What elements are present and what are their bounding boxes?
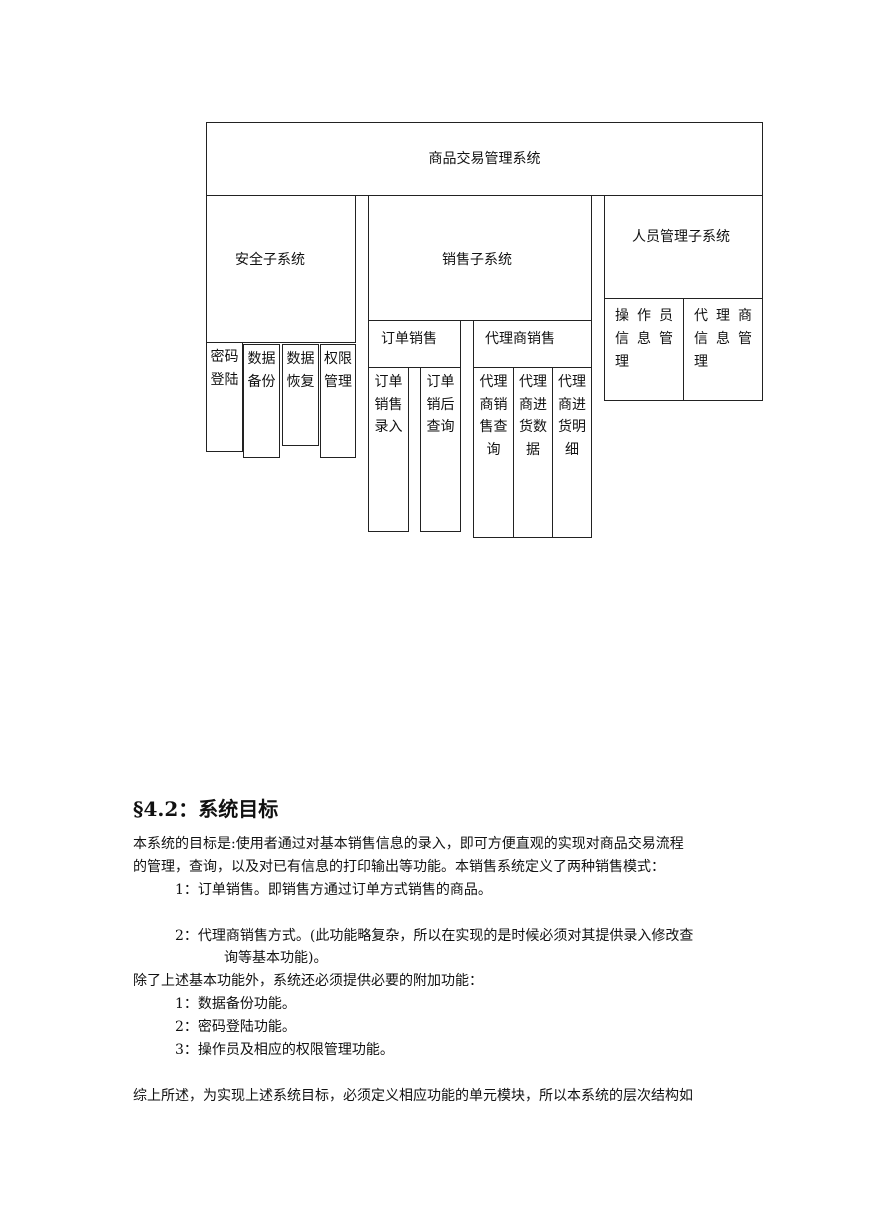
security-subsystem-node: 安全子系统 xyxy=(206,195,356,343)
security-item-label: 数据恢复 xyxy=(286,351,315,390)
security-item-label: 数据备份 xyxy=(247,351,276,390)
agent-item-label: 代理商进货数据 xyxy=(519,374,547,458)
extra-item-3: 3：操作员及相应的权限管理功能。 xyxy=(175,1042,394,1058)
order-sales-node: 订单销售 xyxy=(368,320,461,368)
order-item-1: 订单销后查询 xyxy=(420,367,461,532)
section-heading: §4.2：系统目标 xyxy=(133,797,279,821)
order-sales-label: 订单销售 xyxy=(381,331,437,347)
security-item-1: 数据备份 xyxy=(243,344,280,458)
root-node: 商品交易管理系统 xyxy=(206,122,763,196)
security-item-2: 数据恢复 xyxy=(282,344,319,446)
root-node-label: 商品交易管理系统 xyxy=(428,151,541,167)
security-item-3: 权限管理 xyxy=(320,344,356,458)
order-item-label: 订单销后查询 xyxy=(426,374,455,435)
summary-text: 综上所述，为实现上述系统目标，必须定义相应功能的单元模块，所以本系统的层次结构如 xyxy=(133,1088,693,1104)
personnel-subsystem-node: 人员管理子系统 xyxy=(604,195,763,299)
security-subsystem-label: 安全子系统 xyxy=(235,252,305,268)
mode-1-text: 1：订单销售。即销售方通过订单方式销售的商品。 xyxy=(175,882,492,898)
extra-intro: 除了上述基本功能外，系统还必须提供必要的附加功能： xyxy=(133,973,483,989)
personnel-item-0: 操作员信息管理 xyxy=(604,298,684,401)
agent-item-0: 代理商销售查询 xyxy=(473,367,514,538)
extra-item-2: 2：密码登陆功能。 xyxy=(175,1019,296,1035)
agent-item-label: 代理商进货明细 xyxy=(558,374,586,458)
sales-subsystem-label: 销售子系统 xyxy=(442,252,512,268)
security-item-label: 权限管理 xyxy=(324,351,352,390)
agent-sales-node: 代理商销售 xyxy=(473,320,592,368)
order-item-0: 订单销售录入 xyxy=(368,367,409,532)
sales-subsystem-node: 销售子系统 xyxy=(368,195,592,321)
agent-item-2: 代理商进货明细 xyxy=(552,367,592,538)
extra-item-1: 1：数据备份功能。 xyxy=(175,996,296,1012)
order-item-label: 订单销售录入 xyxy=(374,374,403,435)
agent-item-label: 代理商销售查询 xyxy=(479,374,508,458)
personnel-item-label: 操作员信息管理 xyxy=(615,308,675,370)
security-item-label: 密码登陆 xyxy=(210,349,239,388)
intro-line-1: 本系统的目标是:使用者通过对基本销售信息的录入，即可方便直观的实现对商品交易流程 xyxy=(133,836,684,852)
security-item-0: 密码登陆 xyxy=(206,342,243,452)
intro-line-2: 的管理，查询，以及对已有信息的打印输出等功能。本销售系统定义了两种销售模式： xyxy=(133,859,665,875)
personnel-item-label: 代理商信息管理 xyxy=(694,308,754,370)
personnel-item-1: 代理商信息管理 xyxy=(683,298,763,401)
personnel-subsystem-label: 人员管理子系统 xyxy=(632,229,730,245)
mode-2-line-1: 2：代理商销售方式。(此功能略复杂，所以在实现的是时候必须对其提供录入修改查 xyxy=(175,928,694,944)
agent-sales-label: 代理商销售 xyxy=(485,331,555,347)
mode-2-line-2: 询等基本功能)。 xyxy=(224,950,328,966)
agent-item-1: 代理商进货数据 xyxy=(513,367,553,538)
